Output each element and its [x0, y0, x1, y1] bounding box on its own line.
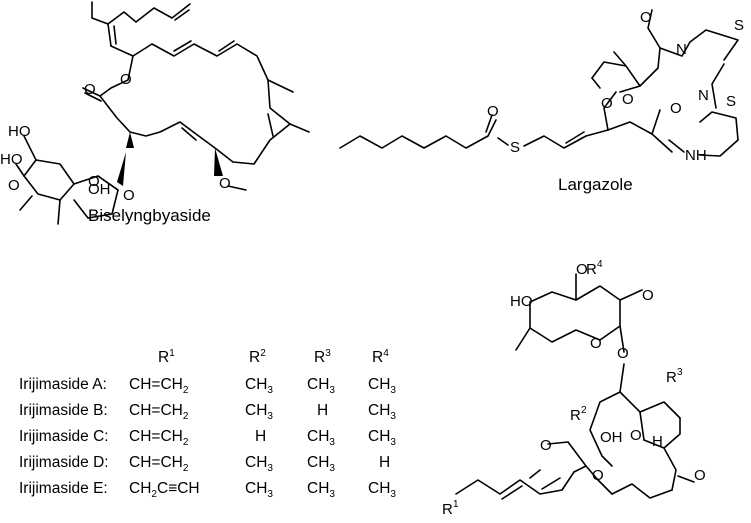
largazole-name: Largazole: [558, 175, 633, 194]
cell-r2: CH3: [245, 402, 273, 422]
atom-o-thioester: O: [487, 103, 499, 120]
cell-r1: CH2C≡CH: [129, 480, 200, 500]
atom-oh-sugar: OH: [88, 181, 111, 198]
atom-r3-sup: 3: [677, 367, 683, 378]
cell-r4: CH3: [368, 428, 396, 448]
atom-ho-2: HO: [0, 151, 23, 168]
header-r2: R2: [249, 348, 266, 366]
table-row: Irijimaside B: CH=CH2 CH3 H CH3: [19, 402, 396, 422]
cell-r4: H: [379, 454, 390, 471]
atom-r3-r: R: [666, 369, 677, 386]
largazole-structure: S O O O O NH S N S N O Largazole: [339, 9, 744, 194]
atom-o-glycoside-irijimaside: O: [617, 345, 629, 362]
biselyngbyaside-structure: O O O O HO HO O O OH Biselyngbyaside: [0, 1, 310, 225]
cell-r1: CH=CH2: [129, 376, 189, 396]
atom-o-methoxy: O: [219, 175, 231, 192]
cell-r3: CH3: [307, 428, 335, 448]
atom-r1-r: R: [442, 501, 453, 518]
atom-n-thiazole: N: [698, 87, 709, 104]
atom-o-amide: O: [670, 100, 682, 117]
table-row: Irijimaside A: CH=CH2 CH3 CH3 CH3: [19, 376, 396, 396]
cell-r1: CH=CH2: [129, 428, 189, 448]
cell-r3: H: [317, 402, 328, 419]
substituent-table: R1 R2 R3 R4 Irijimaside A: CH=CH2 CH3 CH…: [19, 348, 396, 500]
row-label: Irijimaside D:: [19, 454, 109, 471]
row-label: Irijimaside A:: [19, 376, 107, 393]
cell-r3: CH3: [307, 376, 335, 396]
table-row: Irijimaside C: CH=CH2 H CH3 CH3: [19, 428, 396, 448]
row-label: Irijimaside E:: [19, 480, 108, 497]
cell-r4: CH3: [368, 480, 396, 500]
atom-h-irijimaside: H: [652, 433, 663, 450]
atom-s-thioester: S: [510, 139, 520, 156]
header-r1: R1: [158, 348, 175, 366]
atom-o-ester-irijimaside: O: [592, 467, 604, 484]
atom-o-methoxy-irijimaside: O: [642, 287, 654, 304]
table-header: R1 R2 R3 R4: [158, 348, 389, 366]
table-row: Irijimaside E: CH2C≡CH CH3 CH3 CH3: [19, 480, 396, 500]
cell-r3: CH3: [307, 454, 335, 474]
cell-r3: CH3: [307, 480, 335, 500]
cell-r2: CH3: [245, 376, 273, 396]
cell-r2: CH3: [245, 454, 273, 474]
table-row: Irijimaside D: CH=CH2 CH3 CH3 H: [19, 454, 390, 474]
atom-o-pyran: O: [630, 427, 642, 444]
cell-r1: CH=CH2: [129, 454, 189, 474]
header-r3: R3: [314, 348, 331, 366]
atom-o-methoxy-2: O: [694, 467, 706, 484]
row-label: Irijimaside C:: [19, 428, 109, 445]
cell-r2: H: [255, 428, 266, 445]
atom-o-ketone: O: [640, 9, 652, 26]
atom-oh-irijimaside: OH: [600, 429, 623, 446]
atom-o-ring: O: [120, 71, 132, 88]
atom-o-sugar-ring: O: [88, 173, 100, 190]
row-label: Irijimaside B:: [19, 402, 108, 419]
atom-r2-sup: 2: [581, 405, 587, 416]
atom-o-ester-carbonyl-irijimaside: O: [540, 437, 552, 454]
cell-r2: CH3: [245, 480, 273, 500]
irijimaside-structure: O R 4 HO O O O R 3 R 2 OH O H O O O R 1: [442, 259, 706, 518]
atom-s-thiazole: S: [726, 93, 736, 110]
atom-o-methoxy-sugar: O: [8, 177, 20, 194]
atom-or4-sup: 4: [597, 259, 603, 270]
atom-or4-o: O: [576, 261, 588, 278]
atom-r1-sup: 1: [453, 499, 459, 510]
atom-nh: NH: [685, 147, 707, 164]
biselyngbyaside-name: Biselyngbyaside: [88, 206, 211, 225]
atom-r2-r: R: [570, 407, 581, 424]
header-r4: R4: [372, 348, 389, 366]
atom-o-sugar-ring-irijimaside: O: [590, 335, 602, 352]
cell-r1: CH=CH2: [129, 402, 189, 422]
atom-ho-1: HO: [8, 123, 31, 140]
atom-or4-r: R: [586, 261, 597, 278]
atom-ho-irijimaside: HO: [510, 293, 533, 310]
atom-s-thiazoline: S: [734, 17, 744, 34]
atom-o-ester-carbonyl: O: [601, 95, 613, 112]
atom-o-ester: O: [622, 91, 634, 108]
cell-r4: CH3: [368, 402, 396, 422]
atom-o-ester: O: [84, 81, 96, 98]
cell-r4: CH3: [368, 376, 396, 396]
atom-n-thiazoline: N: [676, 41, 687, 58]
atom-o-glycoside: O: [123, 187, 135, 204]
